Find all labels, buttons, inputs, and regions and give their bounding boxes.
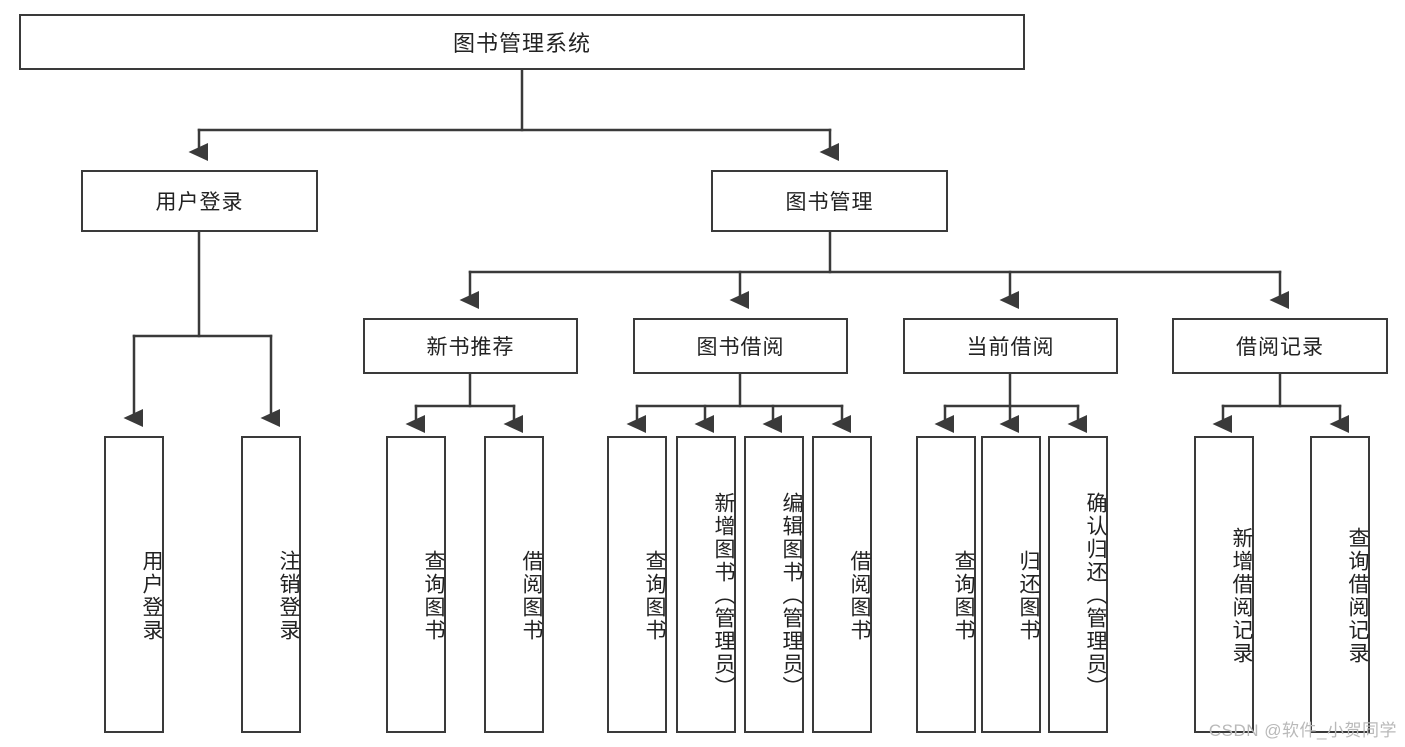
node-label: 查询借阅记录: [1346, 526, 1369, 665]
node-label: 确认归还（管理员）: [1084, 492, 1107, 699]
node-label: 借阅记录: [1236, 336, 1324, 359]
node-book-management[interactable]: 图书管理: [711, 170, 948, 232]
watermark-text: CSDN @软件_小贺同学: [1208, 721, 1397, 740]
leaf-record-query[interactable]: 查询借阅记录: [1310, 436, 1370, 733]
node-label: 当前借阅: [966, 336, 1055, 359]
node-label: 图书借阅: [696, 336, 785, 359]
leaf-borrow-query-book[interactable]: 查询图书: [607, 436, 667, 733]
node-book-borrow[interactable]: 图书借阅: [633, 318, 848, 374]
node-label: 归还图书: [1017, 549, 1040, 642]
node-label: 编辑图书（管理员）: [780, 492, 803, 699]
leaf-record-add[interactable]: 新增借阅记录: [1194, 436, 1254, 733]
node-label: 借阅图书: [520, 549, 543, 642]
node-label: 图书管理: [785, 191, 874, 214]
node-label: 查询图书: [422, 549, 445, 642]
leaf-borrow-borrow-book[interactable]: 借阅图书: [812, 436, 872, 733]
node-label: 图书管理系统: [452, 31, 591, 56]
leaf-current-return-book[interactable]: 归还图书: [981, 436, 1041, 733]
leaf-borrow-add-book[interactable]: 新增图书（管理员）: [676, 436, 736, 733]
node-root-system[interactable]: 图书管理系统: [19, 14, 1025, 70]
leaf-current-query-book[interactable]: 查询图书: [916, 436, 976, 733]
node-label: 注销登录: [277, 549, 300, 642]
node-user-login[interactable]: 用户登录: [81, 170, 318, 232]
leaf-new-book-query[interactable]: 查询图书: [386, 436, 446, 733]
node-label: 新书推荐: [426, 336, 515, 359]
leaf-user-login-signin[interactable]: 用户登录: [104, 436, 164, 733]
node-label: 新增图书（管理员）: [712, 492, 735, 699]
node-label: 新增借阅记录: [1230, 526, 1253, 665]
leaf-user-login-signout[interactable]: 注销登录: [241, 436, 301, 733]
node-current-borrow[interactable]: 当前借阅: [903, 318, 1118, 374]
node-label: 用户登录: [140, 549, 163, 642]
leaf-new-book-borrow[interactable]: 借阅图书: [484, 436, 544, 733]
node-label: 查询图书: [952, 549, 975, 642]
node-borrow-record[interactable]: 借阅记录: [1172, 318, 1388, 374]
node-new-book-recommend[interactable]: 新书推荐: [363, 318, 578, 374]
node-label: 查询图书: [643, 549, 666, 642]
leaf-borrow-edit-book[interactable]: 编辑图书（管理员）: [744, 436, 804, 733]
node-label: 用户登录: [155, 191, 244, 214]
leaf-current-confirm-return[interactable]: 确认归还（管理员）: [1048, 436, 1108, 733]
node-label: 借阅图书: [848, 549, 871, 642]
